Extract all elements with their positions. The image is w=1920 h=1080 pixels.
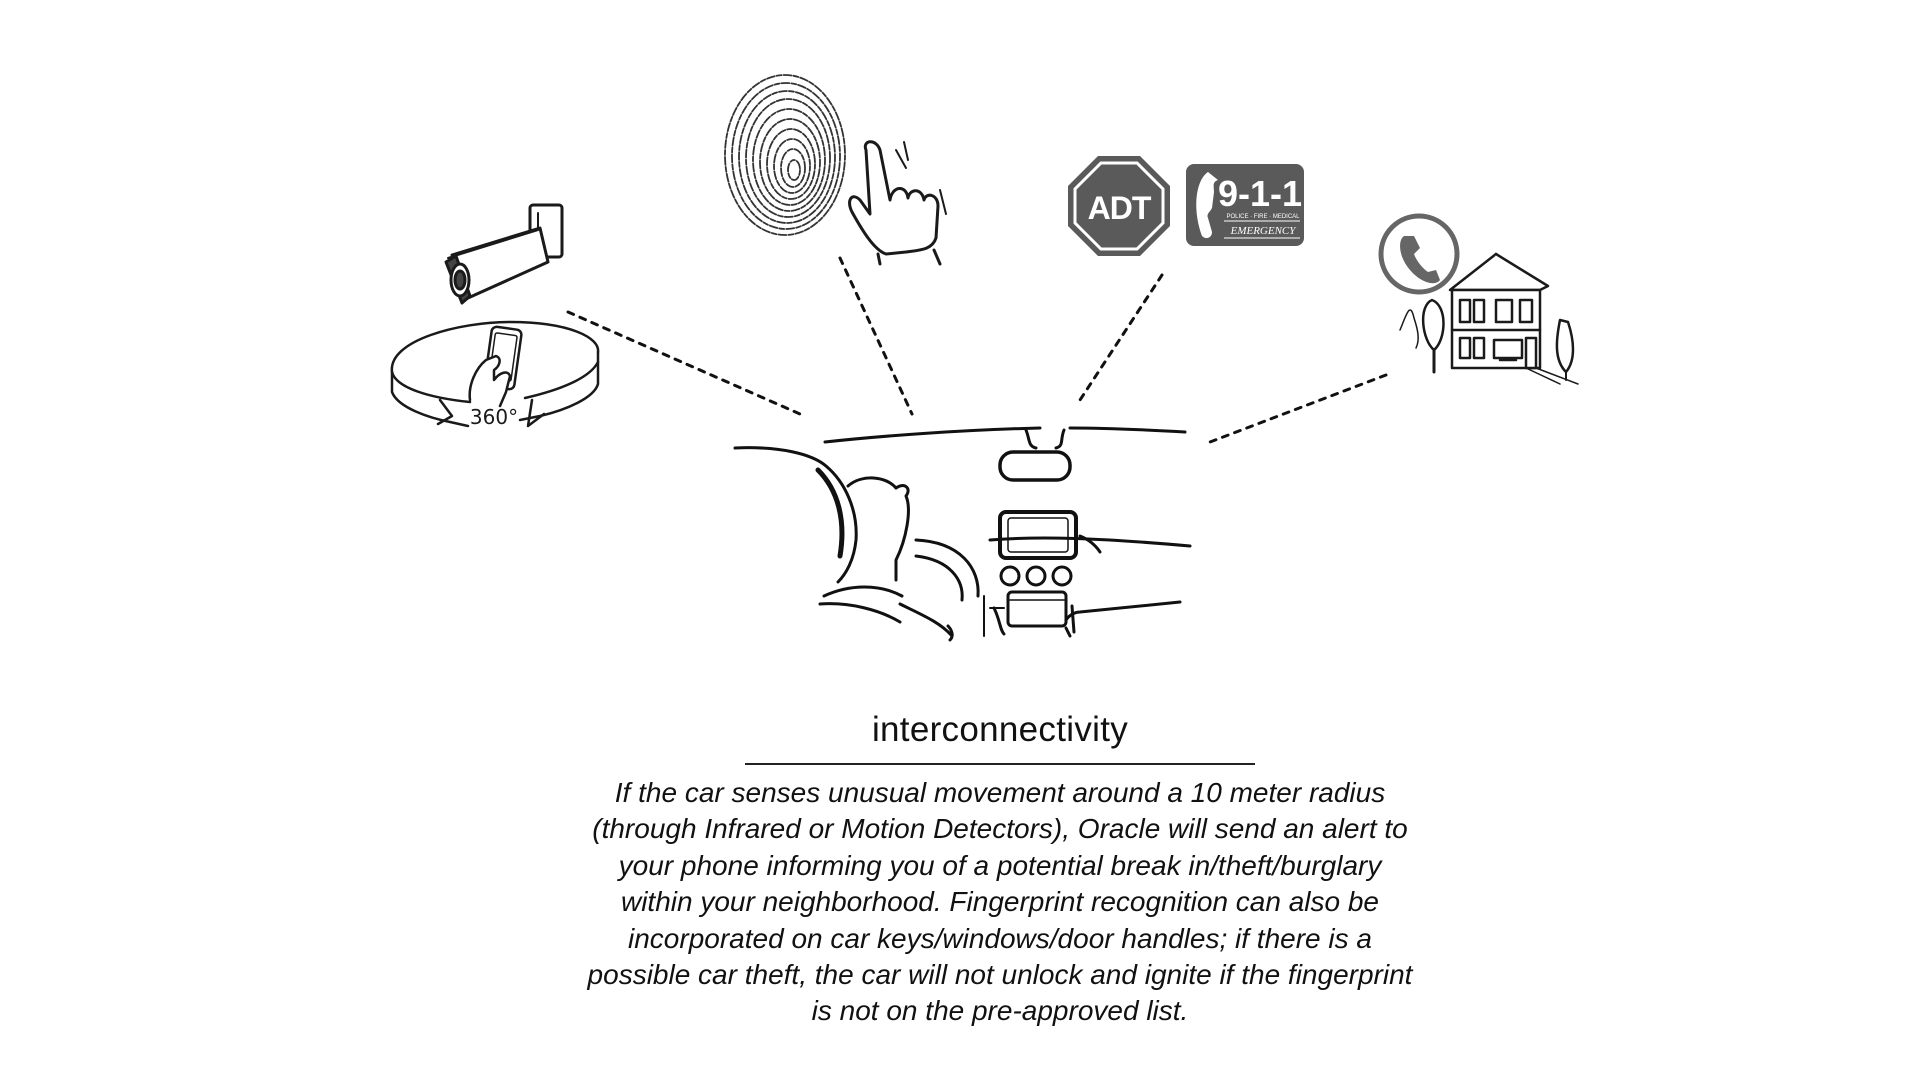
caption-line: is not on the pre-approved list. [811,995,1189,1027]
ring-label: 360° [470,405,518,429]
phone-360-icon: 360° [390,320,600,429]
caption-line: (through Infrared or Motion Detectors), … [592,813,1408,845]
caption-title: interconnectivity [871,710,1129,749]
caption-line: your phone informing you of a potential … [618,849,1382,881]
house-icon [1399,252,1579,385]
caption-line: within your neighborhood. Fingerprint re… [620,886,1380,918]
phone-call-icon [1378,213,1460,295]
caption-line: incorporated on car keys/windows/door ha… [628,922,1372,954]
adt-sign-icon: ADT [1068,156,1170,256]
connector-lines [566,256,1388,444]
connector-house [1208,373,1388,444]
fingerprint-icon [724,74,846,236]
connector-alarm [1078,273,1164,402]
adt-label: ADT [1088,190,1152,226]
connector-camera [566,310,802,416]
caption-body: If the car senses unusual movement aroun… [540,775,1460,1030]
security-camera-icon [444,203,564,305]
emergency-number: 9-1-1 [1218,173,1302,214]
caption-divider [745,763,1255,765]
touch-hand-icon [848,140,947,266]
caption-line: possible car theft, the car will not unl… [587,959,1413,991]
caption-line: If the car senses unusual movement aroun… [614,777,1386,808]
emergency-911-icon: 9-1-1 POLICE · FIRE · MEDICAL EMERGENCY [1186,164,1304,246]
emergency-tagline: POLICE · FIRE · MEDICAL [1226,214,1300,220]
connector-fingerprint [838,256,914,416]
emergency-label: EMERGENCY [1230,225,1298,237]
car-interior-icon [733,426,1192,642]
